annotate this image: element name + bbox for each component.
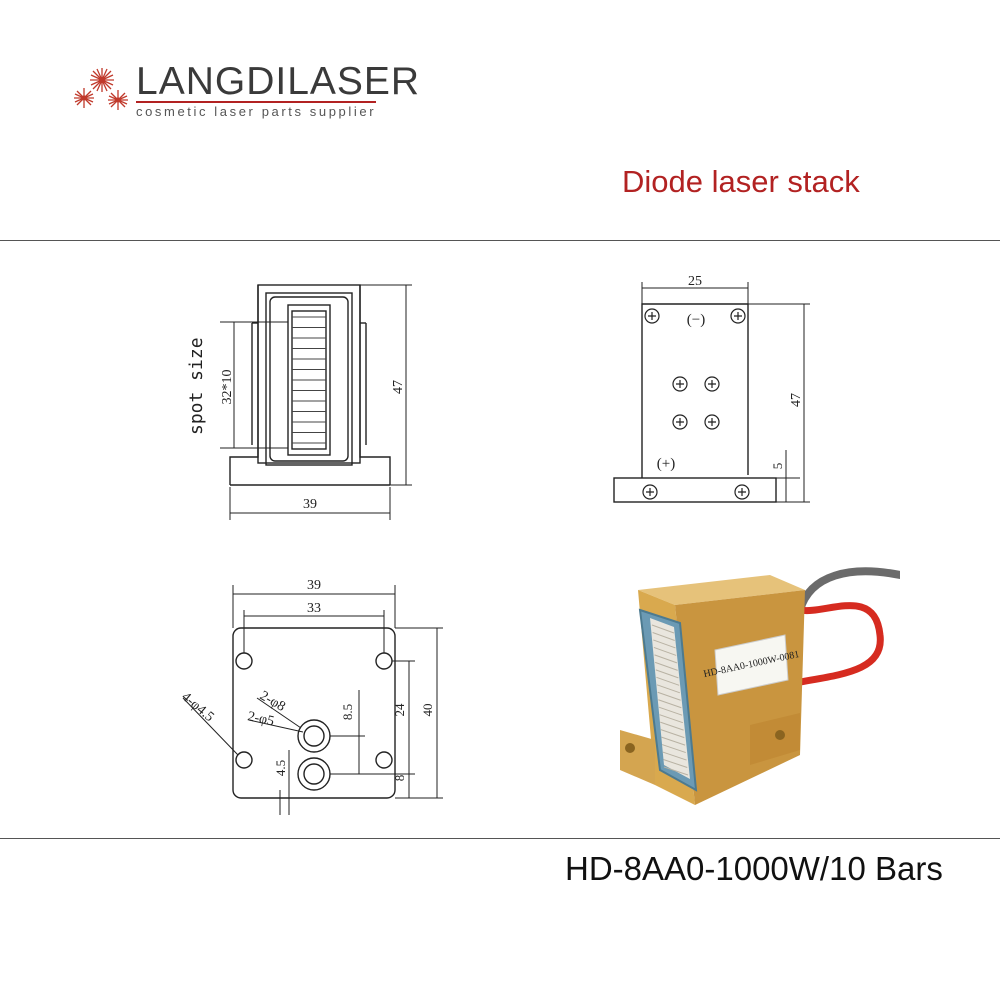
spot-size-label: spot size: [186, 337, 207, 435]
screw-icon: [704, 414, 720, 430]
screw-icon: [734, 484, 750, 500]
photo-emitter-line: [662, 751, 687, 761]
diode-stack-photo: HD-8AA0-1000W-0081: [620, 567, 900, 805]
photo-emitter-line: [661, 736, 686, 746]
photo-emitter-line: [658, 699, 682, 709]
divider-top: [0, 240, 1000, 241]
bottom-dim-40: 40: [420, 704, 435, 717]
screw-icon: [672, 376, 688, 392]
bottom-dim-4-5: 4.5: [273, 760, 288, 776]
front-height-dim: 47: [391, 380, 406, 394]
photo-emitter-line: [654, 654, 678, 664]
screw-icon: [642, 484, 658, 500]
photo-emitter-line: [661, 744, 686, 754]
photo-emitter-line: [660, 721, 684, 731]
screw-icon: [644, 308, 660, 324]
screw-icon: [704, 376, 720, 392]
bottom-outer-width-dim: 39: [307, 578, 321, 593]
photo-emitter-line: [653, 639, 676, 649]
brand-underline: [136, 101, 376, 103]
brand-name: LANGDILASER: [136, 60, 421, 103]
divider-bottom: [0, 838, 1000, 839]
bottom-inner-width-dim: 33: [307, 601, 321, 616]
back-width-dim: 25: [688, 274, 702, 289]
back-view-drawing: 25 47 5 (−) (+): [613, 274, 810, 503]
screw-icon: [730, 308, 746, 324]
photo-emitter-line: [652, 632, 675, 641]
photo-emitter-line: [654, 661, 678, 671]
photo-emitter-line: [657, 691, 681, 701]
red-cable: [781, 602, 884, 689]
photo-emitter-line: [660, 729, 685, 739]
back-base-dim: 5: [770, 463, 785, 470]
brand-tagline: cosmetic laser parts supplier: [136, 104, 377, 119]
bottom-dim-24: 24: [392, 703, 407, 717]
photo-emitter-line: [658, 706, 683, 716]
bottom-dim-8: 8: [392, 775, 407, 782]
photo-emitter-line: [659, 714, 684, 724]
photo-emitter-line: [653, 646, 677, 656]
photo-emitter-line: [655, 669, 679, 679]
screw-icon: [672, 414, 688, 430]
plus-terminal-label: (+): [657, 456, 675, 472]
photo-emitter-line: [656, 676, 680, 686]
laser-burst-logo-icon: [74, 68, 128, 110]
bottom-dim-8-5: 8.5: [340, 704, 355, 720]
front-width-dim: 39: [303, 497, 317, 512]
model-number: HD-8AA0-1000W/10 Bars: [565, 850, 943, 887]
page-title: Diode laser stack: [622, 164, 860, 199]
photo-emitter-line: [663, 759, 688, 769]
bottom-2-phi5-label: 2-φ5: [246, 709, 275, 729]
bottom-view-drawing: 39 33 4-φ4.5 2-φ8 2-φ5 8.5 24 40 4.5 8: [178, 578, 443, 815]
photo-emitter-line: [656, 684, 681, 694]
back-height-dim: 47: [789, 393, 804, 407]
front-view-drawing: 32*10 47 39: [220, 284, 412, 520]
bottom-4-holes-label: 4-φ4.5: [178, 690, 216, 725]
front-spot-dim: 32*10: [220, 370, 235, 405]
photo-emitter-line: [663, 766, 689, 776]
photo-emitter-line: [651, 624, 675, 634]
minus-terminal-label: (−): [687, 312, 705, 328]
